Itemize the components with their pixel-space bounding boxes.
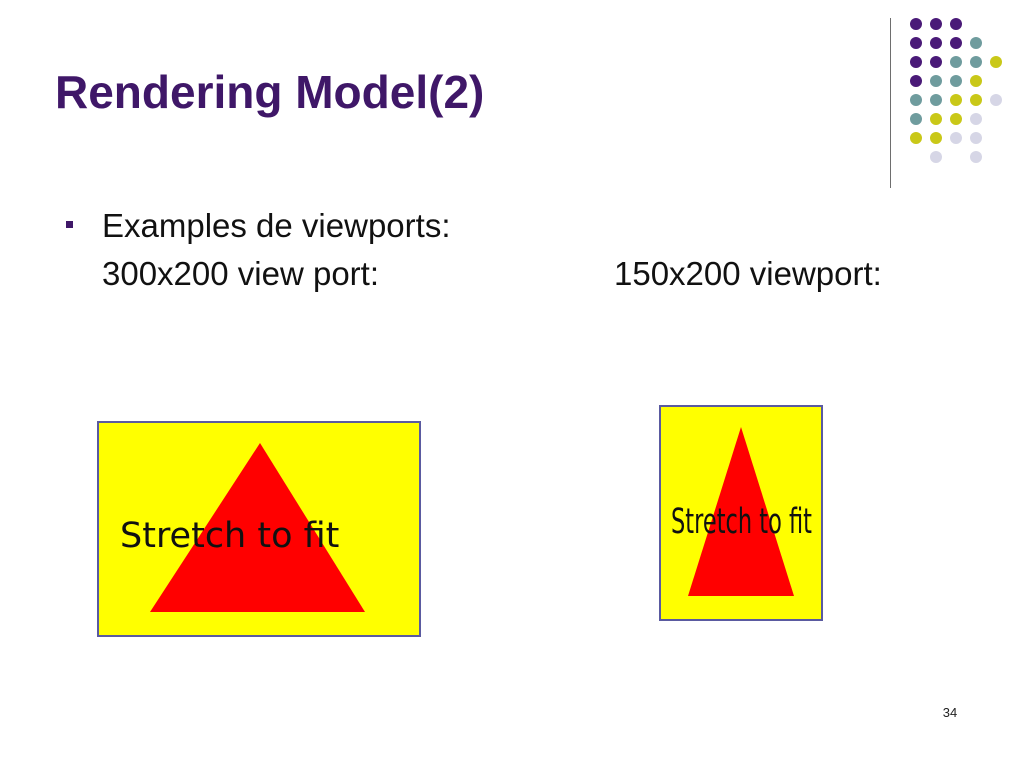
bullet-text: Examples de viewports: <box>102 207 451 244</box>
grid-dot <box>930 132 942 144</box>
bullet-marker <box>66 221 73 228</box>
grid-dot <box>950 94 962 106</box>
stretch-to-fit-text: Stretch to fit <box>671 502 812 542</box>
viewport2-label: 150x200 viewport: <box>614 255 882 292</box>
page-number: 34 <box>942 705 958 720</box>
decorative-dot-grid <box>0 0 1024 200</box>
grid-dot <box>950 132 962 144</box>
grid-dot <box>910 18 922 30</box>
slide-title: Rendering Model(2) <box>55 66 485 118</box>
grid-dot <box>990 94 1002 106</box>
grid-dot <box>970 132 982 144</box>
grid-dot <box>950 56 962 68</box>
grid-dot <box>970 113 982 125</box>
viewport1-label: 300x200 view port: <box>102 255 380 292</box>
viewport-150x200-image: Stretch to fit <box>659 405 823 621</box>
grid-dot <box>930 37 942 49</box>
grid-dot <box>970 94 982 106</box>
vertical-divider <box>890 18 891 188</box>
grid-dot <box>930 75 942 87</box>
grid-dot <box>910 113 922 125</box>
grid-dot <box>970 37 982 49</box>
grid-dot <box>930 18 942 30</box>
grid-dot <box>910 75 922 87</box>
grid-dot <box>930 94 942 106</box>
grid-dot <box>930 56 942 68</box>
grid-dot <box>970 56 982 68</box>
grid-dot <box>930 113 942 125</box>
viewport-300x200-image: Stretch to fit <box>97 421 421 637</box>
grid-dot <box>950 75 962 87</box>
grid-dot <box>910 94 922 106</box>
grid-dot <box>910 132 922 144</box>
grid-dot <box>990 56 1002 68</box>
grid-dot <box>970 75 982 87</box>
grid-dot <box>930 151 942 163</box>
grid-dot <box>910 37 922 49</box>
grid-dot <box>950 113 962 125</box>
grid-dot <box>950 37 962 49</box>
triangle-shape <box>688 427 794 596</box>
grid-dot <box>970 151 982 163</box>
triangle-shape <box>150 443 365 612</box>
stretch-to-fit-text: Stretch to fit <box>120 516 339 556</box>
grid-dot <box>910 56 922 68</box>
grid-dot <box>950 18 962 30</box>
